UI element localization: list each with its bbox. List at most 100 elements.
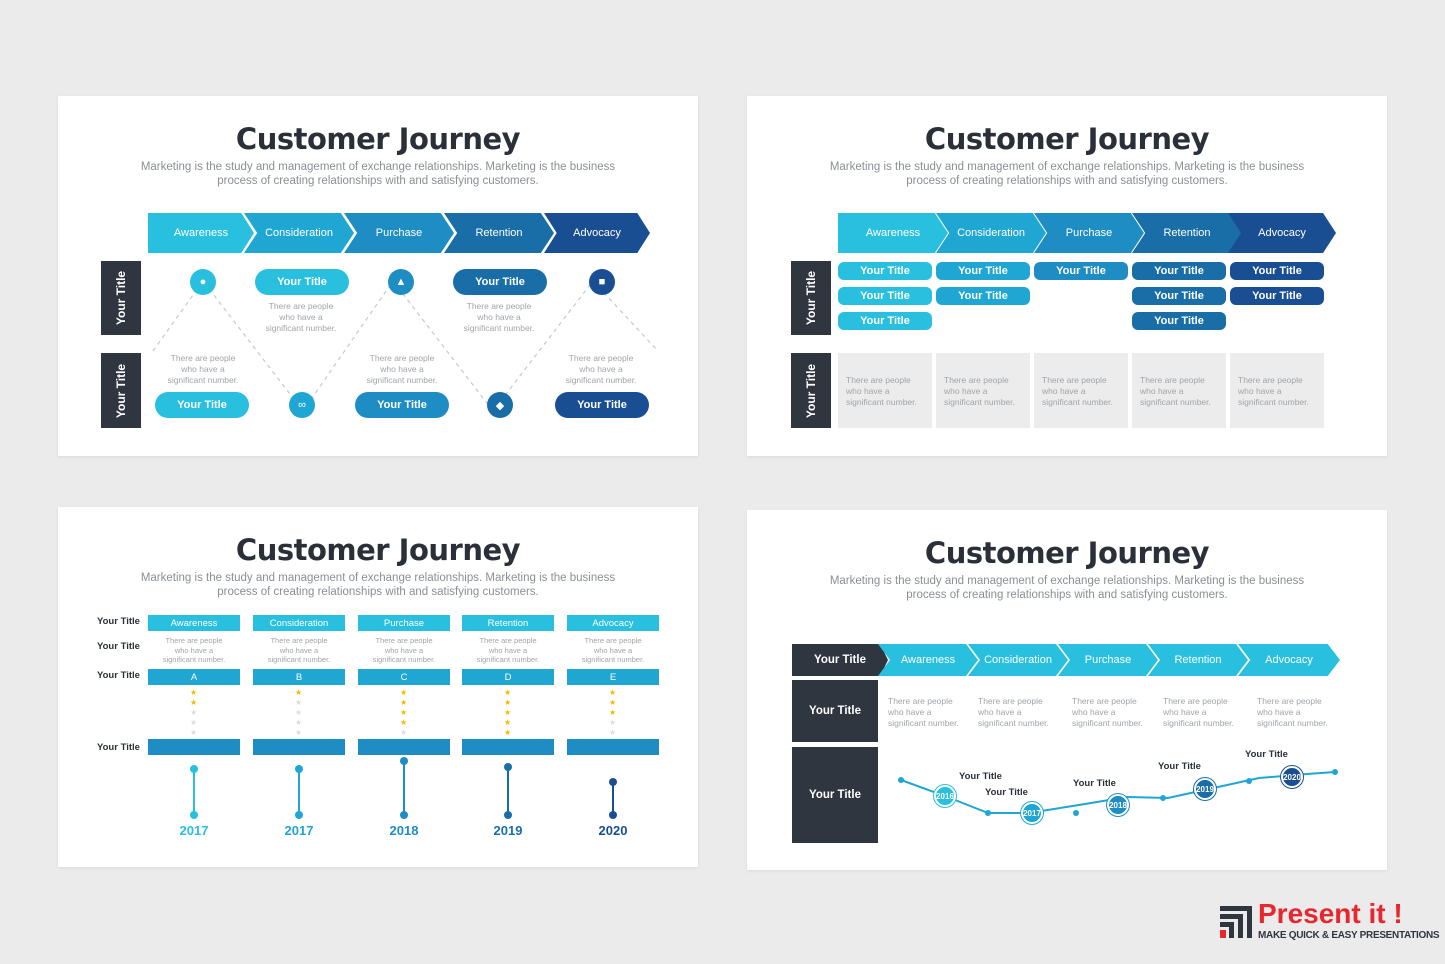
stage-advocacy: Advocacy — [1238, 644, 1340, 676]
year-marker: 2017 — [1021, 802, 1043, 824]
stage-consideration: Consideration — [968, 644, 1068, 676]
slide-title: Customer Journey — [924, 122, 1210, 156]
stage-bar — [567, 739, 659, 755]
star-empty-icon: ★ — [295, 728, 303, 737]
title-pill: Your Title — [838, 262, 932, 280]
row-label: Your Title — [97, 616, 140, 627]
star-filled-icon: ★ — [609, 688, 617, 697]
title-pill: Your Title — [838, 312, 932, 330]
star-filled-icon: ★ — [504, 728, 512, 737]
title-pill: Your Title — [838, 287, 932, 305]
stage-header: Purchase — [358, 615, 450, 631]
title-pill: Your Title — [936, 287, 1030, 305]
stage-letter: B — [253, 669, 345, 685]
stage-bar — [253, 739, 345, 755]
brand-mark-icon — [1220, 906, 1252, 938]
brand-name: Present it ! — [1258, 898, 1403, 929]
timeline-dot — [985, 810, 991, 816]
slide-title: Customer Journey — [235, 533, 521, 567]
stage-bar — [148, 739, 240, 755]
stage-letter: E — [567, 669, 659, 685]
star-filled-icon: ★ — [609, 708, 617, 717]
timeline-dot — [1073, 810, 1079, 816]
lightbulb-icon: ● — [190, 269, 216, 295]
stage-retention: Retention — [1132, 213, 1242, 253]
star-empty-icon: ★ — [400, 728, 408, 737]
timeline-dot — [898, 777, 904, 783]
slide-title: Customer Journey — [235, 122, 521, 156]
timeline-dot — [1246, 778, 1252, 784]
stage-header: Awareness — [148, 615, 240, 631]
stage-advocacy: Advocacy — [544, 213, 650, 253]
row-label: Your Title — [792, 680, 878, 742]
star-filled-icon: ★ — [504, 688, 512, 697]
brand-tagline: MAKE QUICK & EASY PRESENTATIONS — [1258, 930, 1440, 941]
star-filled-icon: ★ — [609, 698, 617, 707]
year-marker: 2019 — [1194, 778, 1216, 800]
row-label: Your Title — [97, 641, 140, 652]
year-marker: 2016 — [934, 785, 956, 807]
stage-awareness: Awareness — [878, 644, 978, 676]
pin-stem — [612, 782, 614, 815]
stage-purchase: Purchase — [1034, 213, 1144, 253]
pin-base — [190, 811, 198, 819]
title-pill: Your Title — [355, 392, 449, 418]
title-pill: Your Title — [1132, 262, 1226, 280]
year-marker: 2020 — [1281, 766, 1303, 788]
star-empty-icon: ★ — [295, 708, 303, 717]
title-pill: Your Title — [255, 269, 349, 295]
slide-subtitle: Marketing is the study and management of… — [829, 161, 1305, 187]
slide-subtitle: Marketing is the study and management of… — [829, 575, 1305, 601]
title-pill: Your Title — [936, 262, 1030, 280]
slide-2: Customer Journey Marketing is the study … — [747, 96, 1387, 456]
stage-bar — [462, 739, 554, 755]
star-filled-icon: ★ — [504, 708, 512, 717]
stage-consideration: Consideration — [244, 213, 354, 253]
stage-header: Consideration — [253, 615, 345, 631]
star-filled-icon: ★ — [190, 688, 198, 697]
pin-head — [295, 765, 303, 773]
point-title: Your Title — [1245, 749, 1288, 760]
stage-header: Retention — [462, 615, 554, 631]
point-title: Your Title — [959, 771, 1002, 782]
stage-awareness: Awareness — [148, 213, 254, 253]
star-filled-icon: ★ — [504, 698, 512, 707]
slide-4: Customer Journey Marketing is the study … — [747, 510, 1387, 870]
row-label: Your Title — [97, 742, 140, 753]
star-empty-icon: ★ — [609, 718, 617, 727]
star-empty-icon: ★ — [295, 698, 303, 707]
cart-icon: ■ — [589, 269, 615, 295]
star-filled-icon: ★ — [400, 708, 408, 717]
title-pill: Your Title — [1132, 287, 1226, 305]
point-title: Your Title — [985, 787, 1028, 798]
star-empty-icon: ★ — [295, 718, 303, 727]
star-empty-icon: ★ — [190, 728, 198, 737]
title-pill: Your Title — [555, 392, 649, 418]
pin-stem — [403, 761, 405, 815]
row-label: Your Title — [792, 747, 878, 843]
star-filled-icon: ★ — [190, 698, 198, 707]
title-pill: Your Title — [155, 392, 249, 418]
pin-stem — [193, 769, 195, 815]
year-label: 2020 — [598, 823, 628, 838]
row-label-bottom: Your Title — [101, 353, 141, 428]
title-pill: Your Title — [1230, 262, 1324, 280]
pin-stem — [507, 767, 509, 815]
row-label-top: Your Title — [101, 261, 141, 335]
row-label: Your Title — [97, 670, 140, 681]
title-pill: Your Title — [1034, 262, 1128, 280]
